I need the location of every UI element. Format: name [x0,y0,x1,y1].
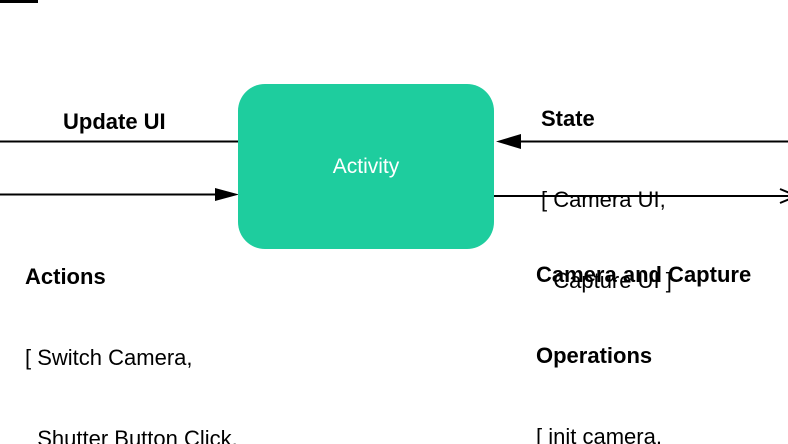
camera-ops-line: [ init camera, [536,424,662,444]
actions-line: Shutter Button Click, [25,426,238,444]
state-header: State [541,106,595,131]
arrowhead-clipped-barb-top [779,188,788,194]
state-line: [ Camera UI, [541,187,666,212]
camera-ops-header-line2: Operations [536,343,653,368]
actions-line: [ Switch Camera, [25,345,193,370]
state-line: Capture UI ] [541,268,672,293]
actions-arrow [0,188,239,201]
arrowhead-clipped-barb-bottom [779,198,788,204]
update-ui-label: Update UI [63,109,166,134]
camera-ops-arrow [494,188,788,204]
state-annotation: State [ Camera UI, Capture UI ] [541,51,672,348]
actions-header: Actions [25,264,106,289]
camera-ops-header-line1: Camera and Capture [536,262,752,287]
activity-box-label: Activity [332,154,400,178]
activity-box: Activity [238,84,494,249]
camera-ops-annotation: Camera and Capture Operations [ init cam… [536,207,751,444]
arrowhead-right-icon [215,188,239,201]
state-arrow [496,134,788,149]
arrowhead-left-icon [496,134,521,149]
cropped-edge-artifact-bar [0,0,38,3]
actions-annotation: Actions [ Switch Camera, Shutter Button … [25,209,292,444]
